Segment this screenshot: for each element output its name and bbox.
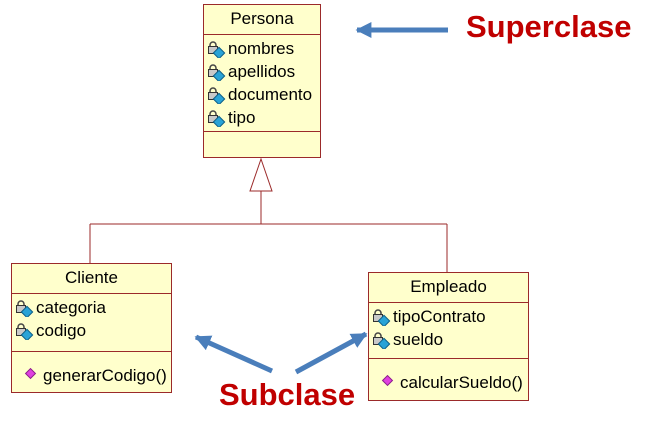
attribute-lock-icon [372, 308, 392, 327]
attribute-row: nombres [207, 37, 320, 60]
operation-label: generarCodigo() [43, 366, 167, 385]
attribute-label: codigo [36, 321, 87, 340]
operation-row: generarCodigo() [22, 364, 171, 387]
operation-row: calcularSueldo() [379, 371, 528, 394]
subclass-pointer-arrow-left [194, 334, 274, 374]
attribute-compartment: tipoContrato sueldo [369, 303, 528, 359]
operation-compartment [204, 132, 320, 138]
attribute-lock-icon [207, 109, 227, 128]
subclass-pointer-arrow-right [294, 331, 368, 375]
class-name: Persona [204, 5, 320, 35]
attribute-lock-icon [207, 40, 227, 59]
attribute-label: sueldo [393, 330, 444, 349]
attribute-label: tipoContrato [393, 307, 486, 326]
generalization-triangle [249, 157, 273, 192]
attribute-lock-icon [15, 322, 35, 341]
attribute-row: codigo [15, 319, 171, 342]
operation-icon [379, 374, 399, 392]
operation-compartment: calcularSueldo() [369, 359, 528, 394]
attribute-label: categoria [36, 298, 106, 317]
class-name: Empleado [369, 273, 528, 303]
attribute-row: documento [207, 83, 320, 106]
attribute-row: categoria [15, 296, 171, 319]
class-box-persona[interactable]: Persona nombres apellidos documento tipo [203, 4, 321, 158]
operation-icon [22, 367, 42, 385]
superclass-label: Superclase [466, 9, 632, 44]
attribute-label: documento [228, 85, 313, 104]
operation-compartment: generarCodigo() [12, 352, 171, 387]
class-box-empleado[interactable]: Empleado tipoContrato sueldo calcularSue… [368, 272, 529, 401]
class-box-cliente[interactable]: Cliente categoria codigo generarCodigo() [11, 263, 172, 393]
attribute-label: apellidos [228, 62, 296, 81]
attribute-lock-icon [207, 86, 227, 105]
attribute-label: nombres [228, 39, 295, 58]
attribute-label: tipo [228, 108, 256, 127]
attribute-row: apellidos [207, 60, 320, 83]
subclass-label: Subclase [219, 377, 356, 412]
attribute-compartment: categoria codigo [12, 294, 171, 352]
attribute-row: sueldo [372, 328, 528, 351]
class-name: Cliente [12, 264, 171, 294]
attribute-compartment: nombres apellidos documento tipo [204, 35, 320, 132]
attribute-lock-icon [207, 63, 227, 82]
attribute-row: tipoContrato [372, 305, 528, 328]
operation-label: calcularSueldo() [400, 373, 523, 392]
attribute-lock-icon [15, 299, 35, 318]
attribute-lock-icon [372, 331, 392, 350]
attribute-row: tipo [207, 106, 320, 129]
